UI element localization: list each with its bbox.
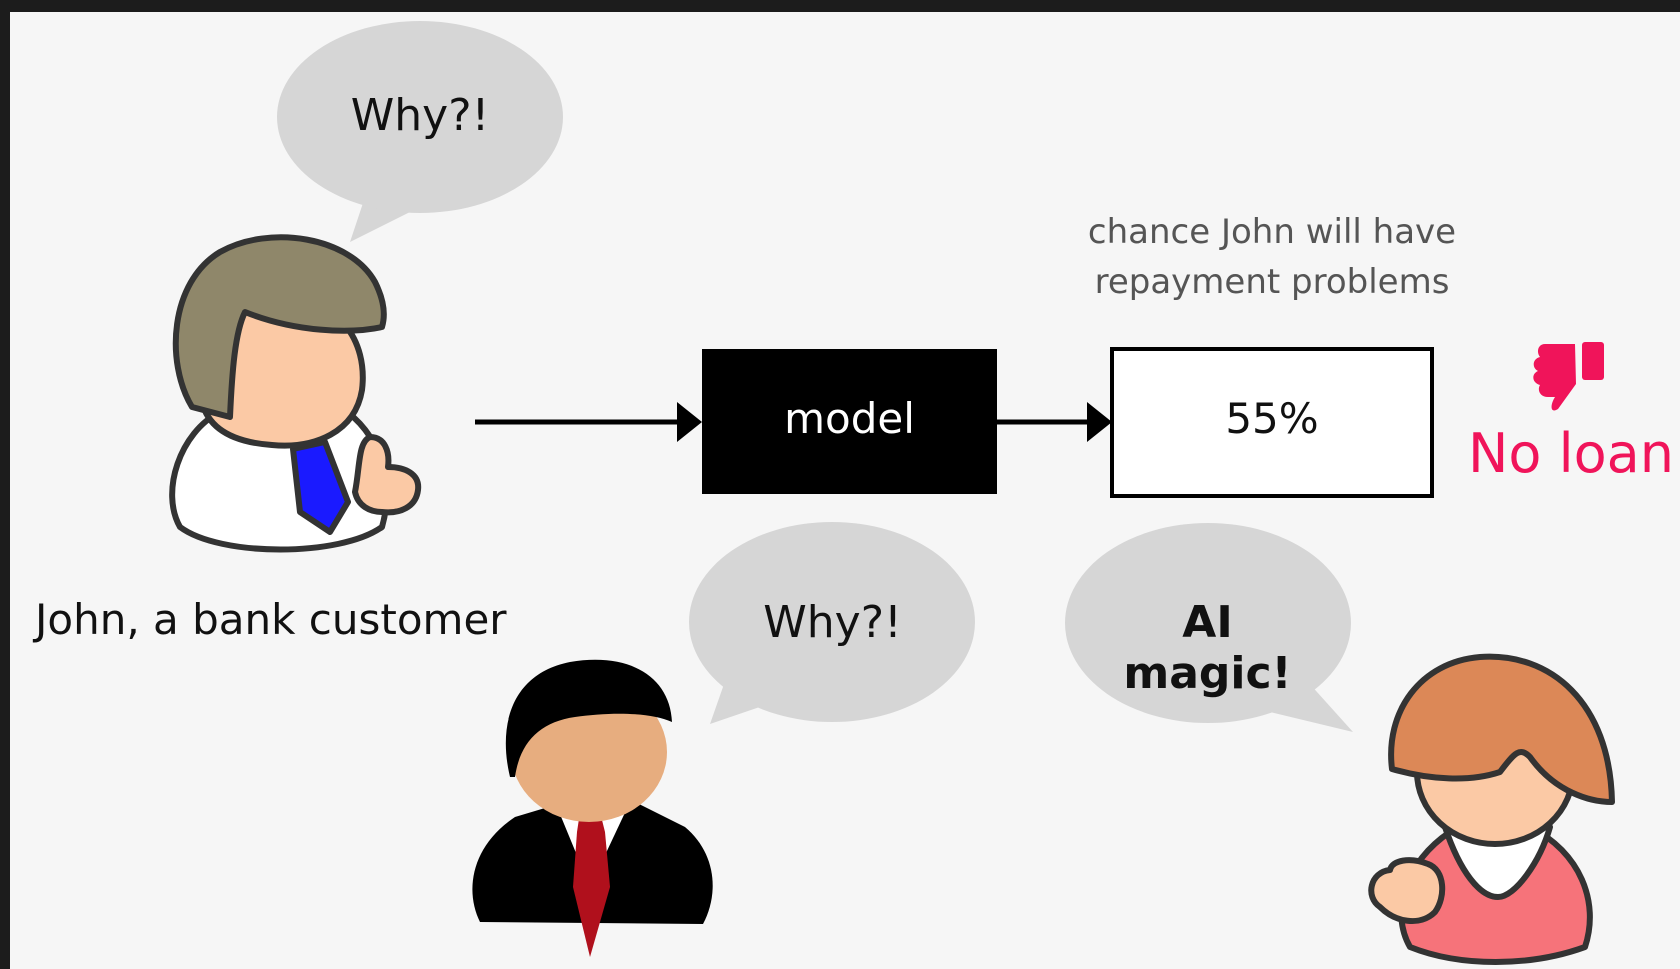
speech-bubble-banker <box>689 522 975 724</box>
speech-text-analyst: AI magic! <box>1123 597 1292 699</box>
customer-label: John, a bank customer <box>35 595 507 644</box>
diagram-canvas: Why?! Why?! AI magic! John, a bank custo… <box>10 12 1680 969</box>
arrow-john-to-model <box>475 402 702 442</box>
output-caption-line2: repayment problems <box>1094 262 1450 302</box>
model-box <box>702 349 997 494</box>
speech-bubble-john <box>277 21 563 242</box>
output-caption-line1: chance John will have <box>1087 212 1457 252</box>
diagram-graphics <box>169 21 1615 965</box>
john-customer-figure <box>169 234 422 553</box>
model-label: model <box>784 394 915 443</box>
banker-figure <box>472 659 713 957</box>
speech-text-john: Why?! <box>350 90 490 141</box>
analyst-figure <box>1368 653 1615 965</box>
decision-label: No loan <box>1468 422 1674 485</box>
arrow-model-to-output <box>997 402 1112 442</box>
output-value: 55% <box>1225 394 1319 443</box>
speech-text-banker: Why?! <box>763 597 902 648</box>
thumbs-down-icon <box>1533 342 1604 411</box>
output-box <box>1110 347 1434 498</box>
speech-bubble-analyst <box>1065 523 1353 732</box>
